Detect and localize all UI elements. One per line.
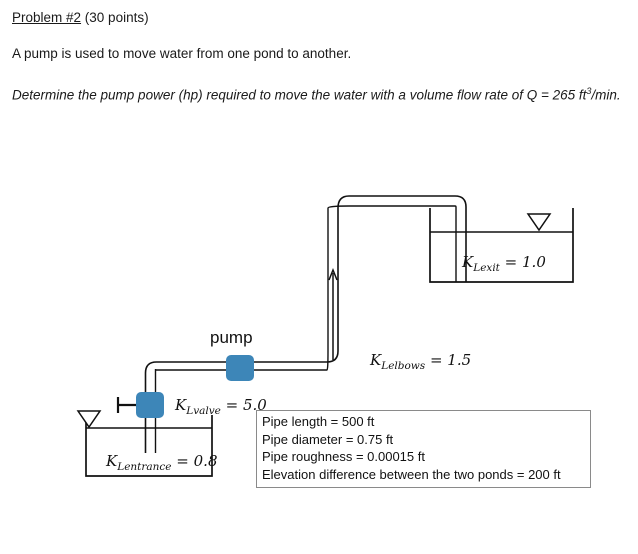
question-text-part2: /min.: [591, 87, 621, 103]
info-row-pipe-diameter: Pipe diameter = 0.75 ft: [262, 431, 394, 447]
k-valve-subscript: Lvalve: [185, 405, 221, 417]
question-exponent: 3: [586, 86, 592, 96]
k-elbows-value: = 1.5: [425, 351, 471, 369]
k-valve-label: KLvalve = 5.0: [174, 396, 267, 417]
info-row-pipe-length: Pipe length = 500 ft: [262, 414, 375, 429]
entrance-pond-tank: [76, 410, 213, 477]
exit-water-surface-symbol: [526, 213, 552, 232]
page-title: Problem #2 (30 points): [12, 8, 630, 28]
problem-statement: Problem #2 (30 points) A pump is used to…: [12, 8, 630, 107]
valve-symbol: [116, 392, 164, 418]
pump-system-diagram: pump KLexit = 1.0 KLelbows = 1.5 KLvalve…: [0, 170, 638, 500]
problem-points: (30 points): [81, 10, 149, 25]
pipe-outer-wall: [144, 195, 467, 428]
given-parameters-box: Pipe length = 500 ft Pipe diameter = 0.7…: [256, 410, 591, 488]
pump-label: pump: [210, 328, 253, 347]
k-elbows-label: KLelbows = 1.5: [369, 351, 471, 372]
pipe-inner-wall: [154, 205, 457, 428]
problem-number: Problem #2: [12, 10, 82, 25]
exit-pond-tank: [429, 208, 574, 283]
k-exit-subscript: Lexit: [472, 262, 500, 274]
k-entrance-symbol: K: [105, 452, 118, 470]
info-row-elevation-difference: Elevation difference between the two pon…: [262, 466, 561, 482]
k-entrance-subscript: Lentrance: [116, 461, 171, 473]
k-exit-label: KLexit = 1.0: [461, 253, 546, 274]
entrance-water-surface-symbol: [76, 410, 102, 429]
problem-intro: A pump is used to move water from one po…: [12, 46, 352, 61]
pump-symbol: [226, 355, 254, 381]
problem-question: Determine the pump power (hp) required t…: [12, 80, 630, 107]
k-valve-symbol: K: [174, 396, 187, 414]
k-entrance-label: KLentrance = 0.8: [105, 452, 218, 473]
pipe-entrance-segment: [144, 428, 157, 453]
k-exit-value: = 1.0: [500, 253, 546, 271]
k-elbows-symbol: K: [369, 351, 382, 369]
k-elbows-subscript: Lelbows: [380, 360, 426, 372]
k-entrance-value: = 0.8: [172, 452, 218, 470]
question-text-part1: Determine the pump power (hp) required t…: [12, 87, 587, 103]
k-exit-symbol: K: [461, 253, 474, 271]
flow-direction-arrow: [328, 267, 338, 360]
pipe-exit-segment: [455, 232, 467, 282]
k-valve-value: = 5.0: [221, 396, 267, 414]
info-row-pipe-roughness: Pipe roughness = 0.00015 ft: [262, 449, 425, 464]
